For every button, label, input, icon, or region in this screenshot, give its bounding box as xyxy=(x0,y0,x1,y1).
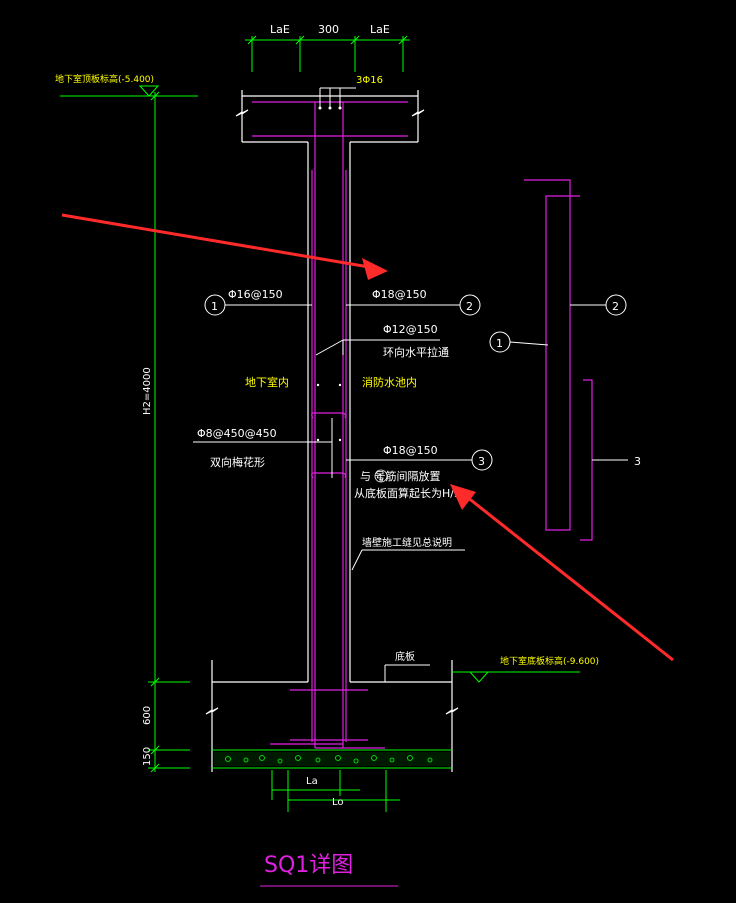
bottom-dimension: La Lo xyxy=(271,770,400,812)
foundation xyxy=(205,660,459,772)
bar2-label: Φ18@150 xyxy=(372,288,427,301)
rebar-schematic: 1 2 3 xyxy=(489,179,641,541)
top-slab: 3Φ16 xyxy=(235,75,425,143)
marker-2: 2 xyxy=(466,300,473,313)
elev-bottom-label: 地下室底板标高(-9.600) xyxy=(500,655,599,667)
dim-height: H2=4000 xyxy=(142,367,153,415)
bar3-note2: 从底板面算起长为H/3 xyxy=(354,486,461,500)
left-dimension: H2=4000 600 150 xyxy=(142,91,190,773)
wall-body xyxy=(270,102,385,749)
dim-150: 150 xyxy=(142,747,153,766)
annotations: 1 Φ16@150 2 Φ18@150 Φ12@150 环向水平拉通 地下室内 … xyxy=(193,288,493,571)
tie-label: Φ12@150 xyxy=(383,323,438,336)
dim-300: 300 xyxy=(318,23,339,36)
drawing-title: SQ1详图 xyxy=(260,853,398,887)
bar3-label: Φ18@150 xyxy=(383,444,438,457)
marker-1: 1 xyxy=(211,300,218,313)
hooks-note: 双向梅花形 xyxy=(210,455,265,469)
top-elevation: 地下室顶板标高(-5.400) xyxy=(55,73,198,97)
bar3-note1: 与 号筋间隔放置 xyxy=(360,469,441,483)
bottom-elevation: 地下室底板标高(-9.600) 底板 xyxy=(384,650,599,683)
schematic-marker-3: 3 xyxy=(634,455,641,468)
schematic-marker-2: 2 xyxy=(612,300,619,313)
dim-la: La xyxy=(306,776,318,787)
inside-left-label: 地下室内 xyxy=(245,375,289,389)
marker-3: 3 xyxy=(478,455,485,468)
hooks-label: Φ8@450@450 xyxy=(197,427,277,440)
schematic-marker-1: 1 xyxy=(496,337,503,350)
joint-note: 墙壁施工缝见总说明 xyxy=(362,536,452,549)
dim-lae-left: LaE xyxy=(270,23,290,36)
tie-note: 环向水平拉通 xyxy=(383,345,449,359)
dim-lae-right: LaE xyxy=(370,23,390,36)
top-dimension: LaE 300 LaE xyxy=(245,23,410,72)
dim-600: 600 xyxy=(142,706,153,725)
title-text: SQ1详图 xyxy=(264,853,353,878)
red-arrows xyxy=(61,213,674,662)
inside-right-label: 消防水池内 xyxy=(362,375,417,389)
bar1-label: Φ16@150 xyxy=(228,288,283,301)
floor-label: 底板 xyxy=(395,650,415,663)
elev-top-label: 地下室顶板标高(-5.400) xyxy=(55,73,154,85)
svg-text:1: 1 xyxy=(378,473,383,482)
top-bar-label: 3Φ16 xyxy=(356,75,383,86)
dim-lo: Lo xyxy=(332,797,344,808)
